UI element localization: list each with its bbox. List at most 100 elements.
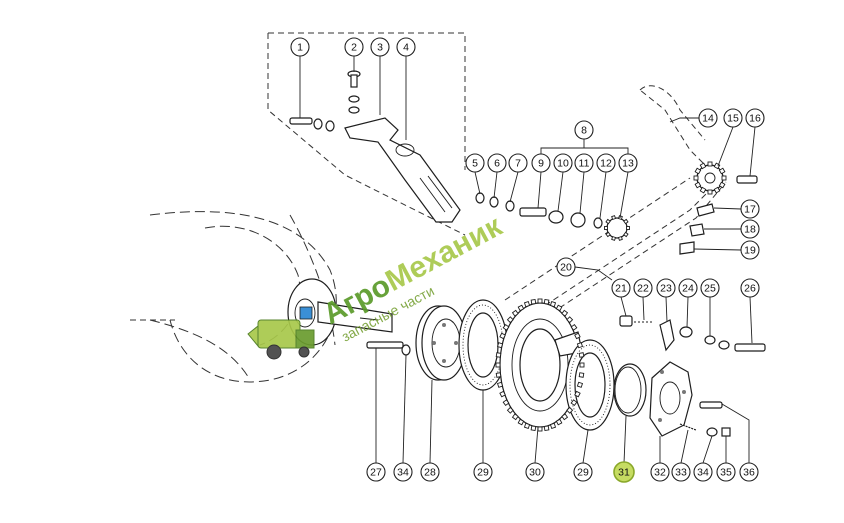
callout-30: 30 xyxy=(525,462,545,482)
callout-circle-31 xyxy=(613,461,635,483)
chain xyxy=(504,85,727,331)
callout-label-25: 25 xyxy=(704,283,716,295)
callout-label-21: 21 xyxy=(615,283,627,295)
callout-31: 31 xyxy=(613,461,635,483)
callout-5: 5 xyxy=(465,153,485,173)
leader-line-12 xyxy=(599,171,607,219)
callout-label-14: 14 xyxy=(702,113,714,125)
leader-line-30 xyxy=(534,426,539,464)
callout-26: 26 xyxy=(740,278,760,298)
callout-label-27: 27 xyxy=(370,467,382,479)
leader-line-20 xyxy=(574,266,613,281)
callout-1: 1 xyxy=(290,37,310,57)
gear-13-teeth xyxy=(604,215,630,241)
bracket-plate xyxy=(344,117,461,223)
leader-line-17 xyxy=(713,207,742,210)
callout-circle-27 xyxy=(366,462,386,482)
leader-line-26 xyxy=(749,296,753,344)
small-sprocket-teeth xyxy=(693,161,727,195)
harvester-icon xyxy=(247,319,315,360)
callout-label-15: 15 xyxy=(727,113,739,125)
leader-line-21 xyxy=(620,296,627,317)
leader-line-15 xyxy=(717,126,734,167)
callout-35: 35 xyxy=(716,462,736,482)
callout-22: 22 xyxy=(633,278,653,298)
callout-circle-7 xyxy=(508,153,528,173)
leader-line-5 xyxy=(474,171,481,195)
callout-6: 6 xyxy=(487,153,507,173)
callout-34a: 34 xyxy=(393,462,413,482)
leader-line-28 xyxy=(429,379,433,464)
callout-27: 27 xyxy=(366,462,386,482)
callout-circle-19 xyxy=(740,240,760,260)
callout-label-16: 16 xyxy=(749,113,761,125)
callout-circle-20 xyxy=(556,257,576,277)
callout-circle-35 xyxy=(716,462,736,482)
leader-line-24 xyxy=(686,296,689,328)
callout-circle-1 xyxy=(290,37,310,57)
callout-label-23: 23 xyxy=(660,283,672,295)
callout-circle-26 xyxy=(740,278,760,298)
leader-line-7 xyxy=(509,171,519,203)
callout-circle-5 xyxy=(465,153,485,173)
callout-circle-34a xyxy=(393,462,413,482)
callout-circle-12 xyxy=(596,153,616,173)
leader-line-9 xyxy=(537,171,542,209)
callout-29b: 29 xyxy=(573,462,593,482)
callout-label-36: 36 xyxy=(743,467,755,479)
leader-line-16 xyxy=(749,126,756,177)
callout-label-29b: 29 xyxy=(577,467,589,479)
small-hardware xyxy=(475,175,766,437)
callout-circle-21 xyxy=(611,278,631,298)
callout-28: 28 xyxy=(420,462,440,482)
callout-label-11: 11 xyxy=(579,158,590,170)
callout-32: 32 xyxy=(650,462,670,482)
callout-label-2: 2 xyxy=(351,42,357,54)
callout-33: 33 xyxy=(671,462,691,482)
callout-circle-33 xyxy=(671,462,691,482)
callout-8: 8 xyxy=(574,120,594,140)
pressure-plate xyxy=(649,361,693,437)
callout-circle-16 xyxy=(745,108,765,128)
callout-label-30: 30 xyxy=(529,467,541,479)
callout-2: 2 xyxy=(344,37,364,57)
bolt-2-shape xyxy=(347,70,361,114)
callout-label-28: 28 xyxy=(424,467,436,479)
leader-line-13 xyxy=(619,171,629,219)
callout-circle-14 xyxy=(698,108,718,128)
callout-circle-23 xyxy=(656,278,676,298)
callout-label-34b: 34 xyxy=(697,467,709,479)
callout-25: 25 xyxy=(700,278,720,298)
hub-flange xyxy=(415,305,467,381)
leader-line-22 xyxy=(642,296,645,321)
callout-23: 23 xyxy=(656,278,676,298)
callout-circle-29a xyxy=(473,462,493,482)
callout-circle-6 xyxy=(487,153,507,173)
callout-circle-15 xyxy=(723,108,743,128)
callout-circle-30 xyxy=(525,462,545,482)
callout-9: 9 xyxy=(531,153,551,173)
callout-10: 10 xyxy=(553,153,573,173)
callout-circle-22 xyxy=(633,278,653,298)
friction-disc-right xyxy=(565,339,615,431)
callout-circle-10 xyxy=(553,153,573,173)
callout-label-32: 32 xyxy=(654,467,666,479)
callout-16: 16 xyxy=(745,108,765,128)
callout-36: 36 xyxy=(739,462,759,482)
callout-circle-4 xyxy=(396,37,416,57)
callout-3: 3 xyxy=(370,37,390,57)
leader-line-14 xyxy=(669,117,699,123)
callout-circle-18 xyxy=(740,219,760,239)
callout-label-18: 18 xyxy=(744,224,756,236)
callout-label-4: 4 xyxy=(403,42,409,54)
group-bracket-8 xyxy=(540,139,629,154)
bracket-assembly-frame xyxy=(267,32,466,236)
callout-label-24: 24 xyxy=(682,283,694,295)
callout-18: 18 xyxy=(740,219,760,239)
callout-label-20: 20 xyxy=(560,262,572,274)
leader-line-23 xyxy=(665,296,668,323)
leader-line-36 xyxy=(721,403,750,463)
callout-4: 4 xyxy=(396,37,416,57)
